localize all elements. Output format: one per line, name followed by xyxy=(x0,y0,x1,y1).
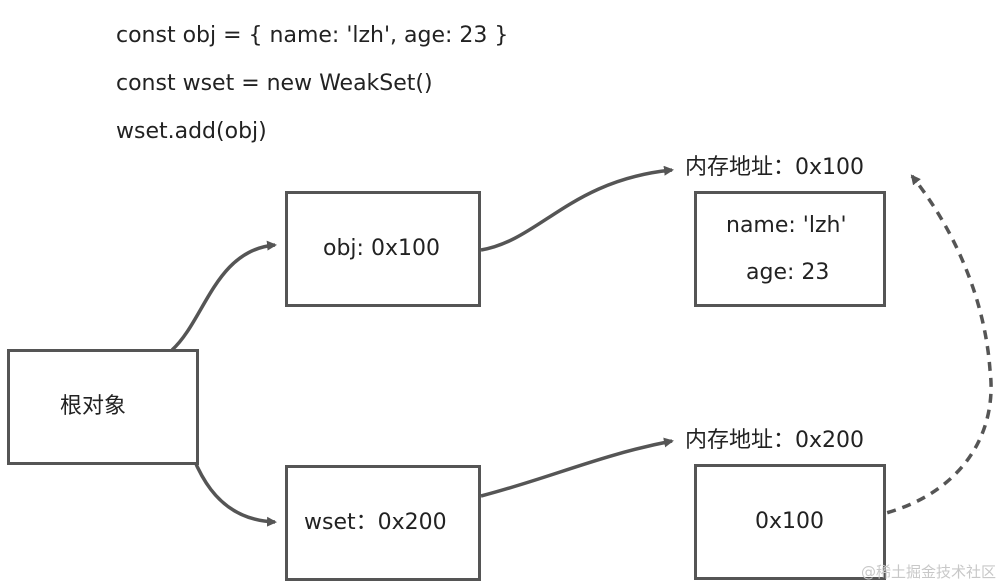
weak-ref-dashed-arrow xyxy=(807,174,993,524)
memory-0x200-box xyxy=(694,464,886,580)
memory-0x200-value: 0x100 xyxy=(755,509,825,534)
memory-address-0x100-title: 内存地址：0x100 xyxy=(685,155,865,180)
code-line-3: wset.add(obj) xyxy=(116,119,267,144)
arrow-obj-to-mem1 xyxy=(480,165,674,252)
arrow-root-to-obj xyxy=(170,240,277,352)
memory-0x100-box xyxy=(694,191,886,307)
obj-reference-label: obj: 0x100 xyxy=(323,236,440,261)
memory-0x100-name: name: 'lzh' xyxy=(726,213,847,238)
obj-reference-box xyxy=(285,191,481,307)
wset-reference-label: wset：0x200 xyxy=(304,510,447,535)
memory-0x100-age: age: 23 xyxy=(746,260,830,285)
memory-address-0x200-title: 内存地址：0x200 xyxy=(685,428,865,453)
code-line-1: const obj = { name: 'lzh', age: 23 } xyxy=(116,23,509,48)
wset-reference-box xyxy=(285,465,481,581)
arrow-wset-to-mem2 xyxy=(480,437,674,498)
watermark: @稀土掘金技术社区 xyxy=(860,563,996,581)
root-object-box xyxy=(7,349,199,465)
root-object-label: 根对象 xyxy=(60,394,127,419)
code-line-2: const wset = new WeakSet() xyxy=(116,71,433,96)
